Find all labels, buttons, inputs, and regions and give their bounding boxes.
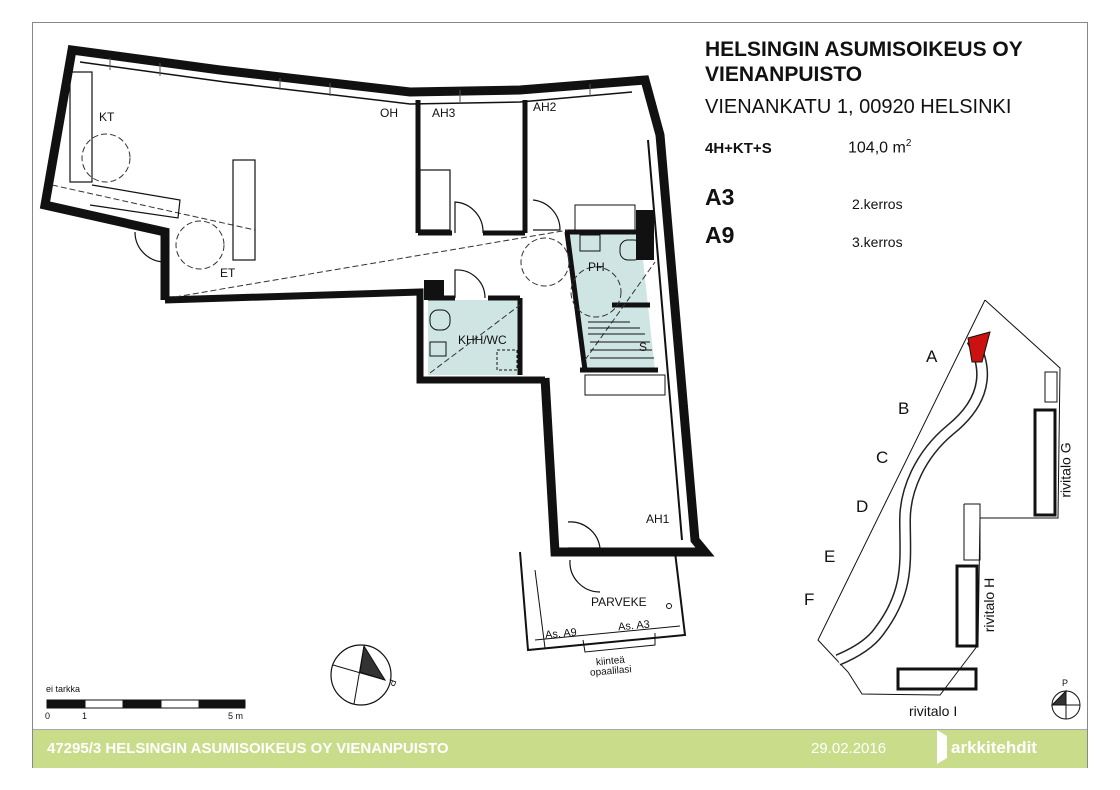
sauna-benches — [588, 321, 654, 359]
exterior-walls — [39, 44, 715, 557]
room-label-oh: OH — [380, 106, 398, 120]
door-swings — [134, 199, 601, 593]
site-north-label: P — [1062, 678, 1069, 688]
apartment-id: A3 — [705, 184, 735, 210]
room-label-ph: PH — [588, 260, 605, 274]
north-arrow-icon — [330, 644, 392, 706]
address: VIENANKATU 1, 00920 HELSINKI — [705, 96, 1012, 118]
rivitalo-i-label: rivitalo I — [909, 703, 958, 719]
apartment-floor: 3.kerros — [852, 234, 903, 250]
area-unit: 2 — [905, 138, 912, 149]
apartment-floor: 2.kerros — [852, 196, 903, 212]
ph-room — [567, 232, 655, 370]
scale-label-5m: 5 m — [228, 711, 244, 721]
footer-title: 47295/3 HELSINGIN ASUMISOIKEUS OY VIENAN… — [47, 740, 449, 757]
apartment-type: 4H+KT+S — [705, 140, 772, 157]
company-line-2: VIENANPUISTO — [705, 63, 863, 86]
room-label-khh-wc: KHH/WC — [458, 333, 507, 347]
room-label-ah2: AH2 — [533, 100, 557, 114]
footer-bar: 47295/3 HELSINGIN ASUMISOIKEUS OY VIENAN… — [33, 729, 1087, 768]
kitchen-fixtures — [69, 71, 451, 261]
room-label-parveke: PARVEKE — [591, 595, 647, 609]
arkkitehdit-logo-icon — [937, 730, 947, 764]
balcony — [519, 551, 687, 653]
scale-note: ei tarkka — [46, 684, 81, 694]
room-label-kt: KT — [99, 110, 115, 124]
footer-brand: arkkitehdit — [951, 738, 1037, 757]
stair-label: C — [876, 448, 889, 467]
scale-label-1: 1 — [82, 711, 88, 721]
window-marks — [109, 58, 591, 102]
stair-label: E — [824, 547, 836, 566]
rivitalo-g-label: rivitalo G — [1057, 442, 1074, 498]
shaft — [636, 210, 654, 260]
apartment-area: 104,0 m2 — [848, 138, 911, 157]
accessibility-lines — [51, 133, 656, 374]
site-plan — [817, 299, 1081, 720]
stair-label: F — [804, 590, 815, 609]
rivitalo-h-label: rivitalo H — [981, 577, 998, 633]
apartment-id: A9 — [705, 222, 735, 248]
room-label-ah3: AH3 — [432, 106, 456, 120]
area-value: 104,0 m — [848, 139, 906, 157]
company-title: HELSINGIN ASUMISOIKEUS OY VIENANPUISTO — [705, 37, 1023, 87]
room-label-ah1: AH1 — [646, 512, 670, 526]
stair-label: B — [898, 399, 910, 418]
scale-label-0: 0 — [45, 711, 51, 721]
bathroom-fixtures — [429, 204, 666, 396]
column — [424, 280, 444, 300]
stair-label: D — [856, 497, 869, 516]
room-label-et: ET — [220, 266, 236, 280]
footer-date: 29.02.2016 — [811, 740, 887, 757]
company-line-1: HELSINGIN ASUMISOIKEUS OY — [705, 38, 1023, 61]
scale-bar — [46, 699, 246, 709]
stair-label: A — [926, 347, 938, 366]
room-label-s: S — [639, 340, 648, 354]
